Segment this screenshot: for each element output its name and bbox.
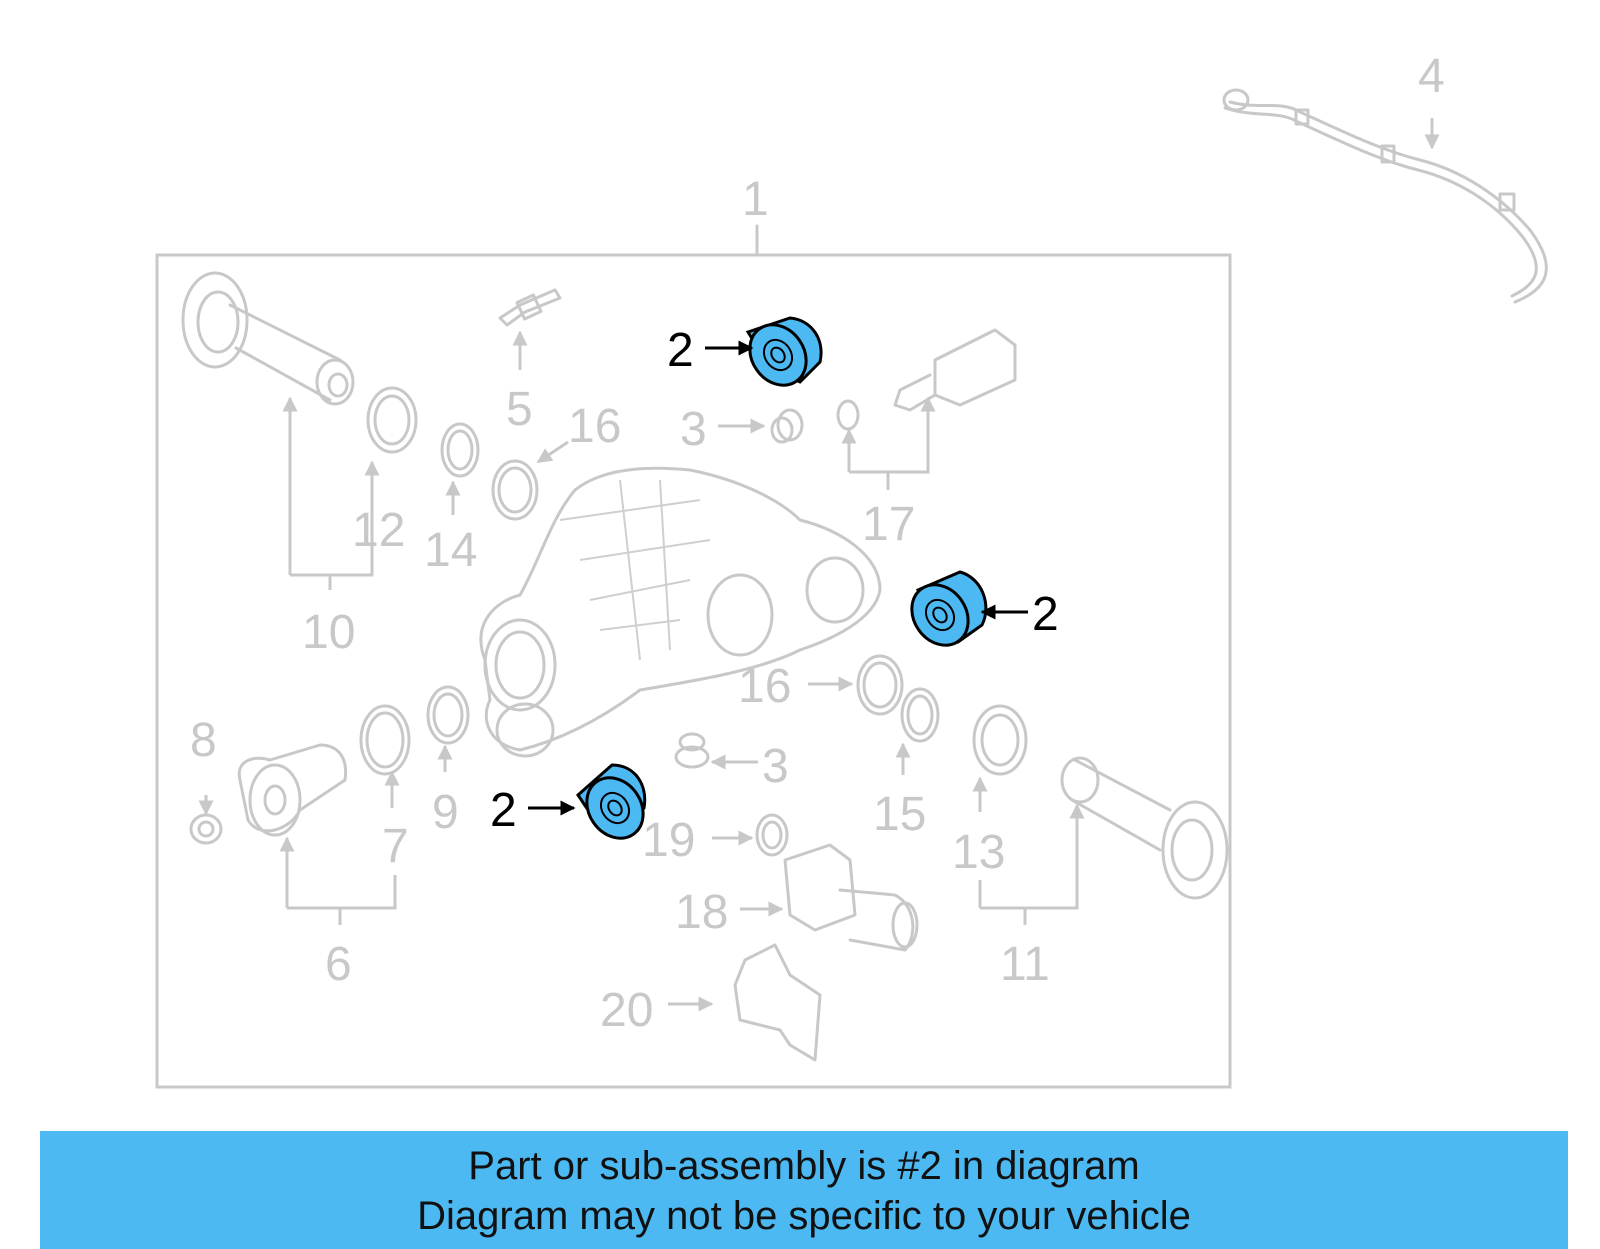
part-3-plug-upper[interactable]: [770, 408, 804, 444]
label-3-lower: 3: [762, 740, 789, 793]
part-3-plug-lower[interactable]: [674, 732, 710, 769]
label-14: 14: [424, 524, 477, 577]
label-1: 1: [742, 173, 769, 226]
part-18-actuator[interactable]: [783, 843, 919, 952]
label-16-upper: 16: [568, 400, 621, 453]
part-10-output-flange-left[interactable]: [181, 271, 355, 406]
label-8: 8: [190, 714, 217, 767]
label-10: 10: [302, 606, 355, 659]
part-2-bushing-middle[interactable]: [900, 570, 988, 656]
label-18: 18: [675, 886, 728, 939]
label-6: 6: [325, 938, 352, 991]
part-5-bolt[interactable]: [498, 288, 562, 327]
part-20-bracket[interactable]: [733, 943, 822, 1062]
label-3-upper: 3: [680, 403, 707, 456]
label-17: 17: [862, 498, 915, 551]
banner-line-1: Part or sub-assembly is #2 in diagram: [468, 1144, 1140, 1188]
label-15: 15: [873, 788, 926, 841]
label-19: 19: [642, 814, 695, 867]
banner-line-2: Diagram may not be specific to your vehi…: [417, 1194, 1191, 1238]
part-11-output-flange-right[interactable]: [1060, 756, 1229, 900]
label-12: 12: [352, 504, 405, 557]
part-8-nut[interactable]: [189, 813, 223, 845]
part-4-wiring-harness[interactable]: [1222, 88, 1548, 304]
label-5: 5: [506, 383, 533, 436]
part-15-ring[interactable]: [900, 687, 940, 743]
part-2-bushing-top[interactable]: [738, 314, 823, 396]
label-2-top: 2: [667, 324, 694, 377]
label-2-middle: 2: [1032, 588, 1059, 641]
label-11: 11: [1000, 938, 1050, 991]
part-16-clip-upper[interactable]: [491, 459, 539, 521]
label-2-bottom: 2: [490, 784, 517, 837]
part-16-clip-lower[interactable]: [856, 654, 904, 716]
info-banner: Part or sub-assembly is #2 in diagram Di…: [40, 1131, 1568, 1249]
part-19-o-ring[interactable]: [755, 813, 789, 857]
part-7-seal[interactable]: [359, 704, 411, 776]
part-12-seal[interactable]: [366, 386, 418, 454]
part-13-seal[interactable]: [972, 704, 1028, 776]
label-13: 13: [952, 826, 1005, 879]
label-7: 7: [382, 820, 409, 873]
label-4: 4: [1418, 50, 1445, 103]
part-9-ring[interactable]: [426, 685, 470, 745]
part-14-ring[interactable]: [440, 422, 480, 478]
part-2-bushing-bottom[interactable]: [575, 763, 654, 849]
part-1-differential-housing[interactable]: [479, 466, 882, 758]
label-16-lower: 16: [738, 660, 791, 713]
leader-lines: [198, 330, 1085, 1012]
part-6-flange[interactable]: [237, 743, 348, 837]
assembly-frame: [155, 253, 1232, 1089]
label-20: 20: [600, 984, 653, 1037]
label-9: 9: [432, 786, 459, 839]
